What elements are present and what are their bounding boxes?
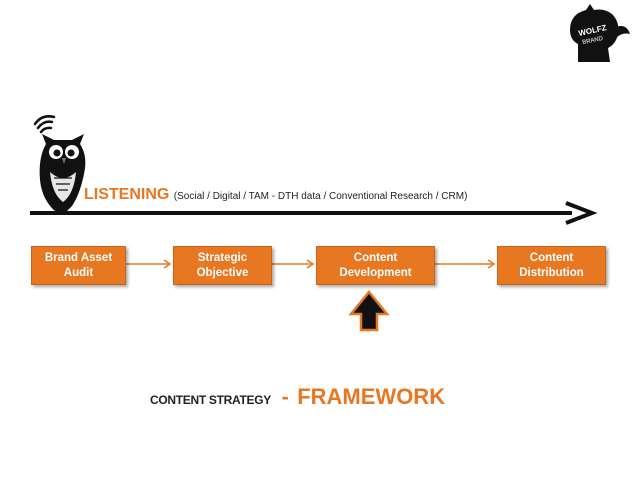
box-2-line-2: Objective <box>196 266 249 279</box>
svg-text:BRAND: BRAND <box>582 36 604 46</box>
arrow-up-icon <box>348 290 390 332</box>
connector-1 <box>125 259 172 269</box>
wifi-signal-icon <box>33 115 56 134</box>
box-1-line-2: Audit <box>63 266 94 279</box>
listening-label: LISTENING (Social / Digital / TAM - DTH … <box>84 186 467 204</box>
listening-title: LISTENING <box>84 186 170 203</box>
footer-right-text: FRAMEWORK <box>297 384 446 409</box>
listening-arrowhead <box>565 201 598 225</box>
box-3-line-2: Development <box>339 266 412 279</box>
connector-2 <box>271 259 315 269</box>
wolf-logo-icon: WOLFZ BRAND <box>570 4 630 62</box>
box-3-line-1: Content <box>353 251 398 264</box>
footer-left-text: CONTENT STRATEGY <box>150 393 271 407</box>
footer-dash: - <box>281 384 289 409</box>
connector-3 <box>434 259 496 269</box>
box-4-line-1: Content <box>529 251 574 264</box>
box-1-line-1: Brand Asset <box>44 251 113 264</box>
owl-icon <box>33 115 86 212</box>
listening-detail: (Social / Digital / TAM - DTH data / Con… <box>173 191 468 202</box>
box-4-line-2: Distribution <box>519 266 584 279</box>
framework-title: CONTENT STRATEGY - FRAMEWORK <box>150 384 445 410</box>
box-2-line-1: Strategic <box>197 251 248 264</box>
